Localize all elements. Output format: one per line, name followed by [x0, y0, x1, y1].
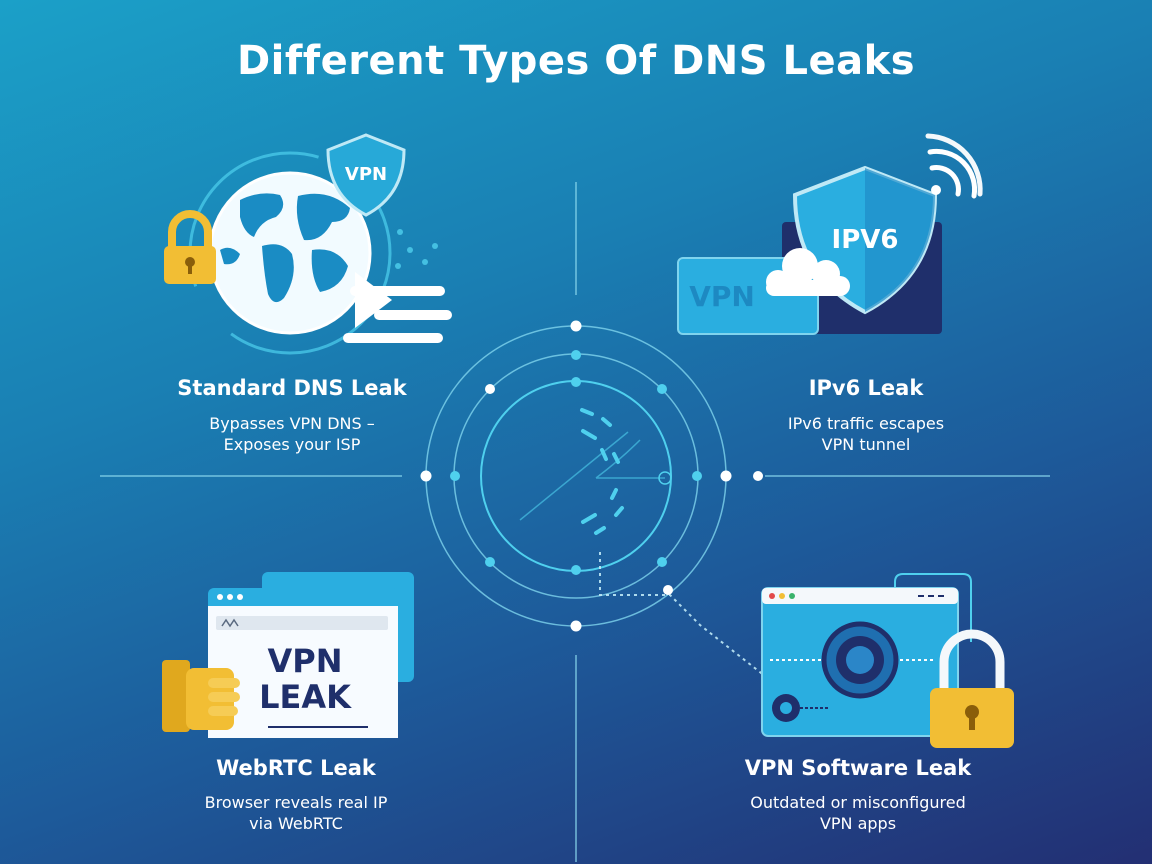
card-desc-standard-dns-leak: Bypasses VPN DNS – Exposes your ISP	[132, 413, 452, 455]
globe-illustration	[188, 151, 392, 355]
padlock-icon	[164, 210, 216, 284]
ipv6-illustration: VPN IPV6	[677, 133, 983, 335]
desc-line: Browser reveals real IP	[204, 793, 388, 812]
desc-line: Exposes your ISP	[223, 435, 361, 454]
desc-line: Outdated or misconfigured	[750, 793, 966, 812]
cloud-icon	[766, 248, 850, 296]
hand-icon	[162, 660, 240, 732]
desc-line: VPN apps	[819, 814, 897, 833]
globe-continents-icon	[220, 193, 350, 303]
desc-line: via WebRTC	[249, 814, 343, 833]
window-text-line1: VPN	[268, 642, 343, 680]
arrows-icon	[343, 272, 452, 343]
vpn-app-illustration	[761, 573, 1014, 748]
webrtc-illustration: VPN LEAK	[162, 572, 414, 738]
page-title: Different Types Of DNS Leaks	[236, 38, 916, 84]
ipv6-shield-label: IPV6	[832, 225, 899, 255]
window-text-line2: LEAK	[259, 678, 352, 716]
shield-label: VPN	[345, 164, 387, 185]
card-title-standard-dns-leak: Standard DNS Leak	[177, 376, 407, 400]
center-target	[100, 182, 1050, 862]
card-title-webrtc-leak: WebRTC Leak	[216, 756, 376, 780]
desc-line: IPv6 traffic escapes	[787, 414, 945, 433]
card-desc-webrtc-leak: Browser reveals real IP via WebRTC	[136, 792, 456, 834]
desc-line: VPN tunnel	[821, 435, 911, 454]
card-title-ipv6-leak: IPv6 Leak	[808, 376, 924, 400]
card-desc-ipv6-leak: IPv6 traffic escapes VPN tunnel	[706, 413, 1026, 455]
card-title-vpn-software-leak: VPN Software Leak	[744, 756, 972, 780]
vpn-card-label: VPN	[689, 280, 755, 313]
app-padlock-icon	[930, 629, 1014, 748]
vpn-shield-icon: VPN	[326, 133, 406, 217]
desc-line: Bypasses VPN DNS –	[209, 414, 375, 433]
card-desc-vpn-software-leak: Outdated or misconfigured VPN apps	[698, 792, 1018, 834]
wifi-signal-icon	[925, 133, 983, 199]
